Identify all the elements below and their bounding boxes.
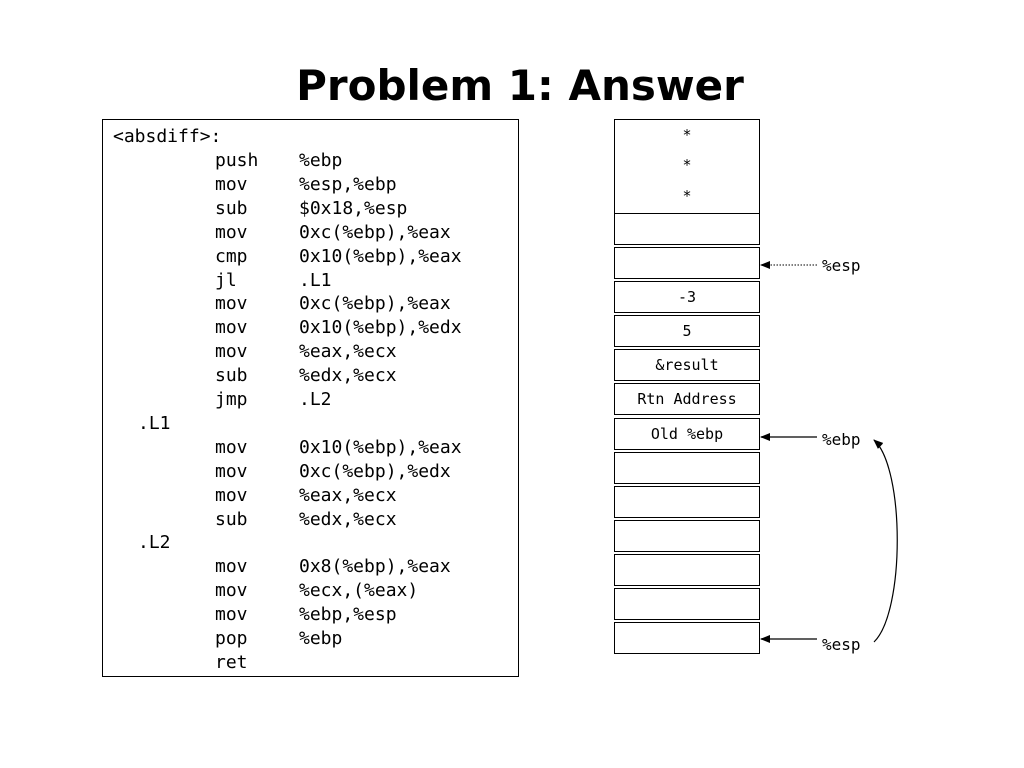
esp-to-ebp-curved-arrow <box>873 439 898 643</box>
instruction-operands: %eax,%ecx <box>299 341 397 363</box>
ebp-pointer-label: %ebp <box>822 430 861 449</box>
instruction-opcode: mov <box>215 580 248 602</box>
instruction-operands: %edx,%ecx <box>299 508 397 530</box>
code-label: .L2 <box>138 532 171 554</box>
instruction-operands: %ebp,%esp <box>299 604 397 626</box>
instruction-opcode: cmp <box>215 245 248 267</box>
stack-ellipsis-mark: * <box>682 126 692 144</box>
instruction-opcode: sub <box>215 365 248 387</box>
instruction-operands: 0x10(%ebp),%edx <box>299 317 462 339</box>
esp-pointer-label-bottom: %esp <box>822 635 861 654</box>
stack-cell <box>614 247 760 279</box>
instruction-operands: .L2 <box>299 389 332 410</box>
instruction-operands: $0x18,%esp <box>299 197 408 219</box>
instruction-operands: %ebp <box>299 150 343 171</box>
instruction-opcode: mov <box>215 173 248 195</box>
stack-ellipsis-mark: * <box>682 187 692 205</box>
instruction-opcode: ret <box>215 651 248 673</box>
stack-cell: Old %ebp <box>614 418 760 450</box>
instruction-opcode: pop <box>215 628 248 649</box>
instruction-operands: %ecx,(%eax) <box>299 580 419 602</box>
stack-cell <box>614 213 760 245</box>
instruction-operands: 0xc(%ebp),%eax <box>299 293 451 315</box>
esp-pointer-label: %esp <box>822 256 861 275</box>
stack-cell <box>614 588 760 620</box>
instruction-operands: .L1 <box>299 269 332 291</box>
slide-title: Problem 1: Answer <box>296 61 744 110</box>
instruction-opcode: mov <box>215 436 248 458</box>
instruction-operands: 0x10(%ebp),%eax <box>299 436 462 458</box>
stack-cell: Rtn Address <box>614 383 760 415</box>
instruction-operands: 0x8(%ebp),%eax <box>299 556 451 578</box>
stack-cell <box>614 622 760 654</box>
instruction-opcode: mov <box>215 460 248 482</box>
instruction-opcode: sub <box>215 197 248 219</box>
instruction-opcode: mov <box>215 484 248 506</box>
instruction-opcode: mov <box>215 293 248 315</box>
assembly-code-listing: <absdiff>: push %ebp mov %esp,%ebp sub $0x18,… <box>102 119 519 677</box>
instruction-opcode: mov <box>215 556 248 578</box>
instruction-opcode: push <box>215 150 259 171</box>
instruction-opcode: jl <box>215 269 237 291</box>
instruction-operands: %ebp <box>299 628 343 649</box>
stack-cell <box>614 554 760 586</box>
instruction-opcode: mov <box>215 221 248 243</box>
code-label: .L1 <box>138 412 171 434</box>
instruction-operands: %edx,%ecx <box>299 365 397 387</box>
instruction-opcode: mov <box>215 604 248 626</box>
stack-cell: -3 <box>614 281 760 313</box>
instruction-opcode: mov <box>215 341 248 363</box>
instruction-operands: 0x10(%ebp),%eax <box>299 245 462 267</box>
stack-cell <box>614 486 760 518</box>
stack-ellipsis-mark: * <box>682 156 692 174</box>
instruction-operands: %eax,%ecx <box>299 484 397 506</box>
instruction-opcode: sub <box>215 508 248 530</box>
stack-cell: 5 <box>614 315 760 347</box>
function-label: <absdiff>: <box>113 126 222 147</box>
instruction-opcode: mov <box>215 317 248 339</box>
instruction-opcode: jmp <box>215 389 248 410</box>
instruction-operands: %esp,%ebp <box>299 173 397 195</box>
instruction-operands: 0xc(%ebp),%edx <box>299 460 451 482</box>
stack-cell <box>614 520 760 552</box>
instruction-operands: 0xc(%ebp),%eax <box>299 221 451 243</box>
stack-cell <box>614 452 760 484</box>
stack-cell: &result <box>614 349 760 381</box>
